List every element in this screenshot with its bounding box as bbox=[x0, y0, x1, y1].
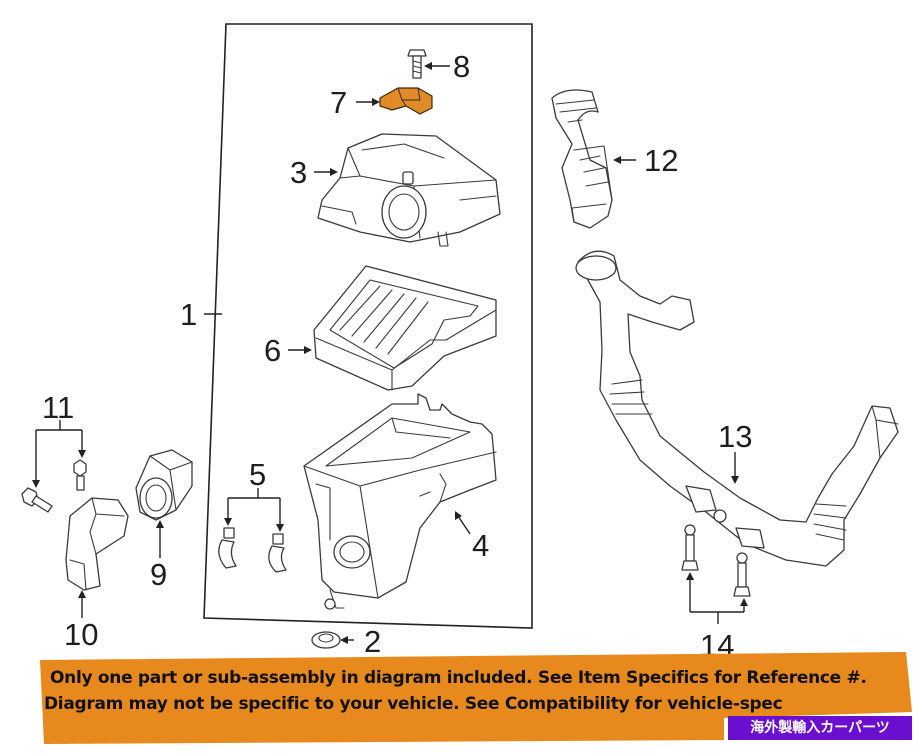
notice-banner-bg bbox=[40, 652, 912, 744]
callout-5: 5 bbox=[249, 457, 266, 492]
callout-3: 3 bbox=[290, 155, 307, 190]
assembly-frame bbox=[203, 23, 533, 629]
part-7-bracket[interactable] bbox=[379, 87, 433, 115]
part-10-duct[interactable] bbox=[65, 497, 129, 591]
callout-10: 10 bbox=[64, 617, 98, 652]
callout-13: 13 bbox=[718, 419, 752, 454]
callout-1: 1 bbox=[180, 297, 197, 332]
part-3-cover[interactable] bbox=[317, 133, 501, 247]
part-9-elbow[interactable] bbox=[135, 449, 193, 521]
callout-2: 2 bbox=[364, 624, 381, 659]
part-11-bolts[interactable] bbox=[21, 459, 87, 513]
part-4-housing[interactable] bbox=[303, 393, 497, 610]
callout-9: 9 bbox=[150, 557, 167, 592]
callout-7: 7 bbox=[330, 85, 347, 120]
part-12-hose[interactable] bbox=[551, 89, 613, 229]
callout-8: 8 bbox=[453, 49, 470, 84]
callout-6: 6 bbox=[264, 333, 281, 368]
callout-12: 12 bbox=[644, 143, 678, 178]
callout-11: 11 bbox=[42, 390, 74, 425]
part-13-tube[interactable] bbox=[575, 250, 899, 567]
part-5-clips[interactable] bbox=[218, 527, 287, 573]
part-2-grommet[interactable] bbox=[311, 631, 341, 649]
part-6-filter[interactable] bbox=[313, 265, 497, 391]
callout-4: 4 bbox=[472, 528, 489, 563]
leader-lines bbox=[32, 62, 748, 644]
part-14-bolts[interactable] bbox=[681, 524, 751, 597]
part-8-bolt[interactable] bbox=[407, 49, 427, 79]
